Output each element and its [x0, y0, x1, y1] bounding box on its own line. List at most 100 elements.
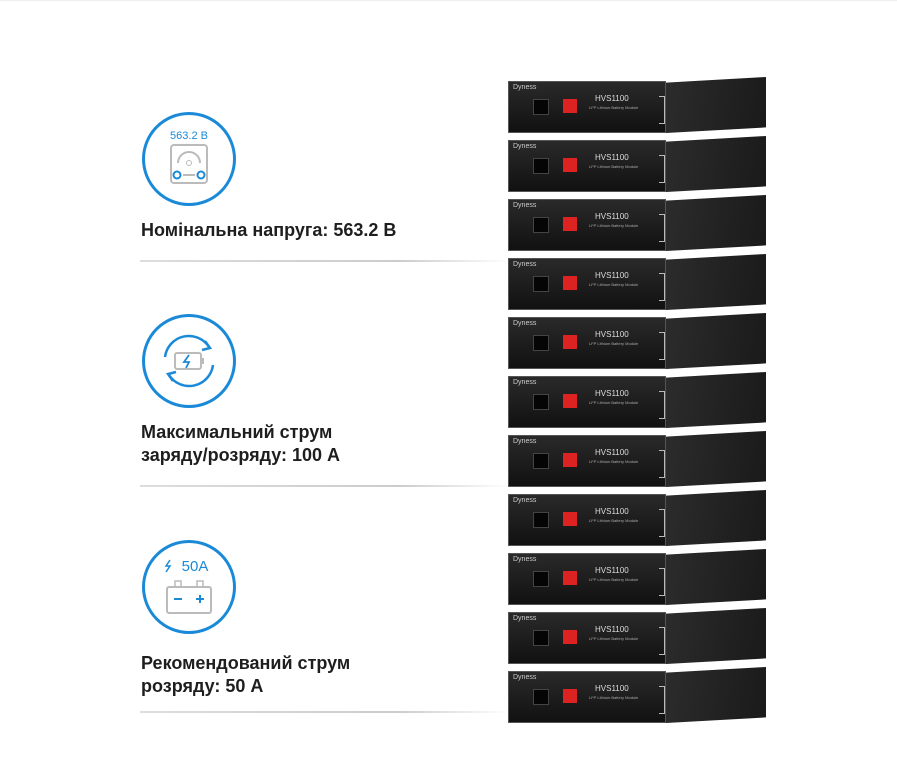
module-side [666, 490, 766, 546]
brand-logo: Dyness [513, 84, 537, 91]
model-label: HVS1100 [595, 212, 629, 221]
brand-logo: Dyness [513, 615, 537, 622]
handle [659, 273, 665, 301]
module-subtitle: LFP Lithium Battery Module [589, 164, 639, 169]
battery-icon: 50A [142, 540, 236, 634]
spec-voltage: Номінальна напруга: 563.2 В [141, 220, 397, 240]
model-label: HVS1100 [595, 389, 629, 398]
model-label: HVS1100 [595, 271, 629, 280]
voltage-badge: 563.2 В [170, 130, 208, 142]
red-terminal [563, 158, 577, 172]
divider [140, 485, 510, 487]
handle [659, 450, 665, 478]
handle [659, 391, 665, 419]
red-terminal [563, 217, 577, 231]
module-subtitle: LFP Lithium Battery Module [589, 459, 639, 464]
handle [659, 155, 665, 183]
module-subtitle: LFP Lithium Battery Module [589, 282, 639, 287]
model-label: HVS1100 [595, 153, 629, 162]
module-subtitle: LFP Lithium Battery Module [589, 518, 639, 523]
brand-logo: Dyness [513, 202, 537, 209]
black-terminal [533, 630, 549, 646]
model-label: HVS1100 [595, 94, 629, 103]
module-subtitle: LFP Lithium Battery Module [589, 577, 639, 582]
module-subtitle: LFP Lithium Battery Module [589, 341, 639, 346]
handle [659, 214, 665, 242]
black-terminal [533, 453, 549, 469]
black-terminal [533, 276, 549, 292]
module-subtitle: LFP Lithium Battery Module [589, 105, 639, 110]
black-terminal [533, 394, 549, 410]
module-subtitle: LFP Lithium Battery Module [589, 636, 639, 641]
red-terminal [563, 99, 577, 113]
handle [659, 509, 665, 537]
module-side [666, 77, 766, 133]
brand-logo: Dyness [513, 143, 537, 150]
black-terminal [533, 99, 549, 115]
red-terminal [563, 689, 577, 703]
charge-cycle-icon [142, 314, 236, 408]
handle [659, 568, 665, 596]
model-label: HVS1100 [595, 566, 629, 575]
voltmeter-icon: 563.2 В [142, 112, 236, 206]
spec-recommended-current: Рекомендований струм розряду: 50 А [141, 653, 351, 696]
brand-logo: Dyness [513, 261, 537, 268]
module-side [666, 313, 766, 369]
model-label: HVS1100 [595, 684, 629, 693]
module-subtitle: LFP Lithium Battery Module [589, 400, 639, 405]
brand-logo: Dyness [513, 497, 537, 504]
red-terminal [563, 394, 577, 408]
module-side [666, 195, 766, 251]
model-label: HVS1100 [595, 330, 629, 339]
brand-logo: Dyness [513, 674, 537, 681]
divider [140, 260, 510, 262]
module-side [666, 549, 766, 605]
model-label: HVS1100 [595, 448, 629, 457]
module-subtitle: LFP Lithium Battery Module [589, 223, 639, 228]
brand-logo: Dyness [513, 379, 537, 386]
model-label: HVS1100 [595, 625, 629, 634]
module-side [666, 667, 766, 723]
red-terminal [563, 630, 577, 644]
module-side [666, 372, 766, 428]
red-terminal [563, 276, 577, 290]
handle [659, 627, 665, 655]
module-side [666, 431, 766, 487]
red-terminal [563, 571, 577, 585]
red-terminal [563, 512, 577, 526]
current-badge: 50A [182, 558, 209, 575]
black-terminal [533, 335, 549, 351]
module-side [666, 136, 766, 192]
red-terminal [563, 453, 577, 467]
handle [659, 686, 665, 714]
black-terminal [533, 689, 549, 705]
brand-logo: Dyness [513, 438, 537, 445]
handle [659, 96, 665, 124]
module-subtitle: LFP Lithium Battery Module [589, 695, 639, 700]
spec-max-current: Максимальний струм заряду/розряду: 100 А [141, 422, 341, 465]
model-label: HVS1100 [595, 507, 629, 516]
red-terminal [563, 335, 577, 349]
module-side [666, 254, 766, 310]
